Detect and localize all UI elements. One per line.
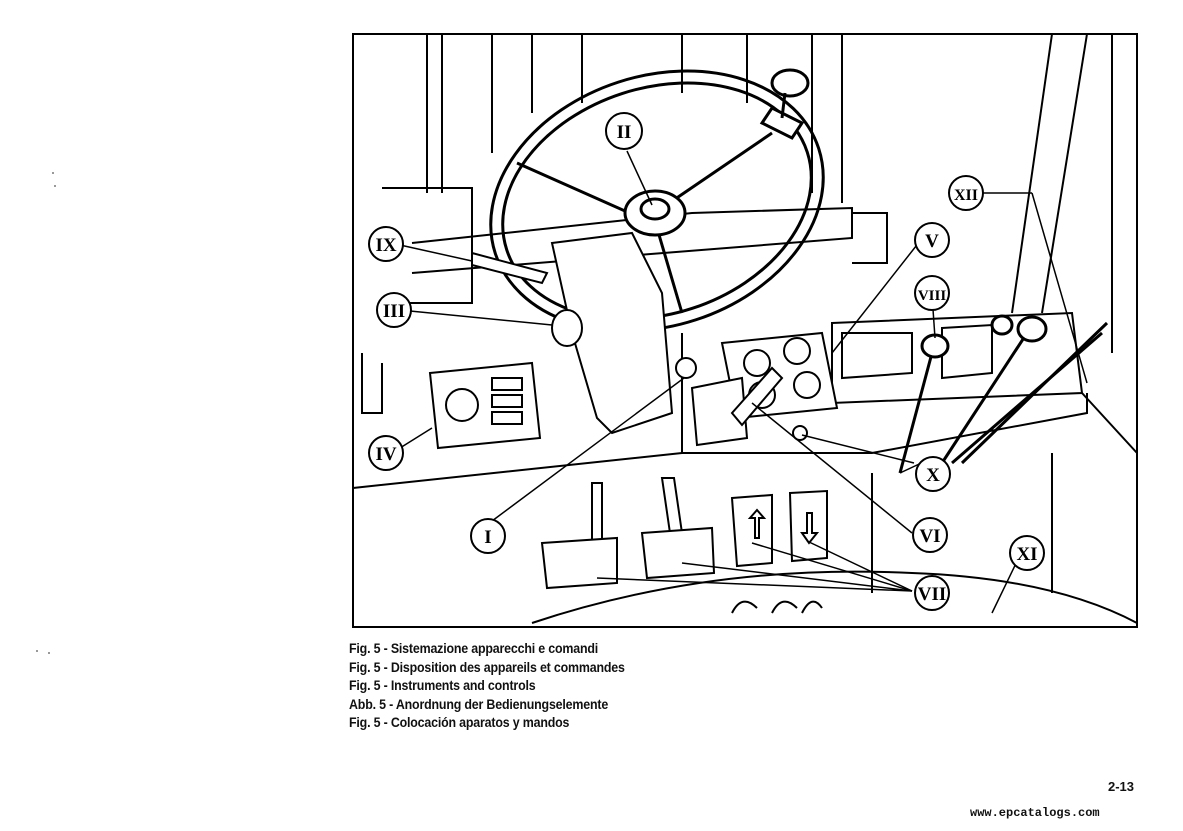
svg-text:II: II: [617, 122, 632, 143]
svg-text:VII: VII: [918, 584, 947, 605]
pedals: [540, 477, 828, 590]
switch-panel: [428, 361, 542, 450]
callout-VIII: VIII: [914, 275, 950, 311]
callout-III: III: [376, 292, 412, 328]
steering-column: [471, 231, 697, 435]
callout-II: II: [605, 112, 643, 150]
svg-text:III: III: [383, 301, 405, 322]
caption-spanish: Fig. 5 - Colocación aparatos y mandos: [349, 715, 570, 731]
caption-english: Fig. 5 - Instruments and controls: [349, 678, 536, 694]
figure-caption: Fig. 5 - Sistemazione apparecchi e coman…: [349, 640, 901, 733]
caption-italian: Fig. 5 - Sistemazione apparecchi e coman…: [349, 641, 599, 656]
instrument-cluster: [690, 331, 839, 447]
cab-drawing: I II III IV V VI: [352, 33, 1138, 628]
callout-VII: VII: [914, 575, 950, 611]
callout-X: X: [915, 456, 951, 492]
svg-text:XI: XI: [1016, 544, 1037, 565]
callout-labels: I II III IV V VI: [368, 112, 1045, 611]
callout-V: V: [914, 222, 950, 258]
callout-VI: VI: [912, 517, 948, 553]
page-number: 2-13: [1108, 779, 1135, 794]
svg-text:VI: VI: [919, 526, 940, 547]
callout-I: I: [470, 518, 506, 554]
caption-french: Fig. 5 - Disposition des appareils et co…: [349, 659, 625, 675]
callout-XII: XII: [948, 175, 984, 211]
svg-text:IV: IV: [375, 444, 396, 465]
svg-text:V: V: [925, 231, 939, 252]
callout-IV: IV: [368, 435, 404, 471]
steering-wheel: [489, 68, 825, 333]
callout-XI: XI: [1009, 535, 1045, 571]
cab-background: [352, 33, 1138, 624]
svg-text:I: I: [484, 527, 491, 548]
controls-illustration: I II III IV V VI: [352, 33, 1138, 628]
svg-text:X: X: [926, 465, 940, 486]
hydraulic-levers: [898, 314, 1109, 474]
svg-text:IX: IX: [375, 235, 396, 256]
callout-IX: IX: [368, 226, 404, 262]
svg-text:VIII: VIII: [918, 288, 947, 304]
svg-text:XII: XII: [954, 187, 978, 204]
caption-german: Abb. 5 - Anordnung der Bedienungselement…: [349, 696, 609, 712]
website-watermark: www.epcatalogs.com: [970, 806, 1100, 820]
